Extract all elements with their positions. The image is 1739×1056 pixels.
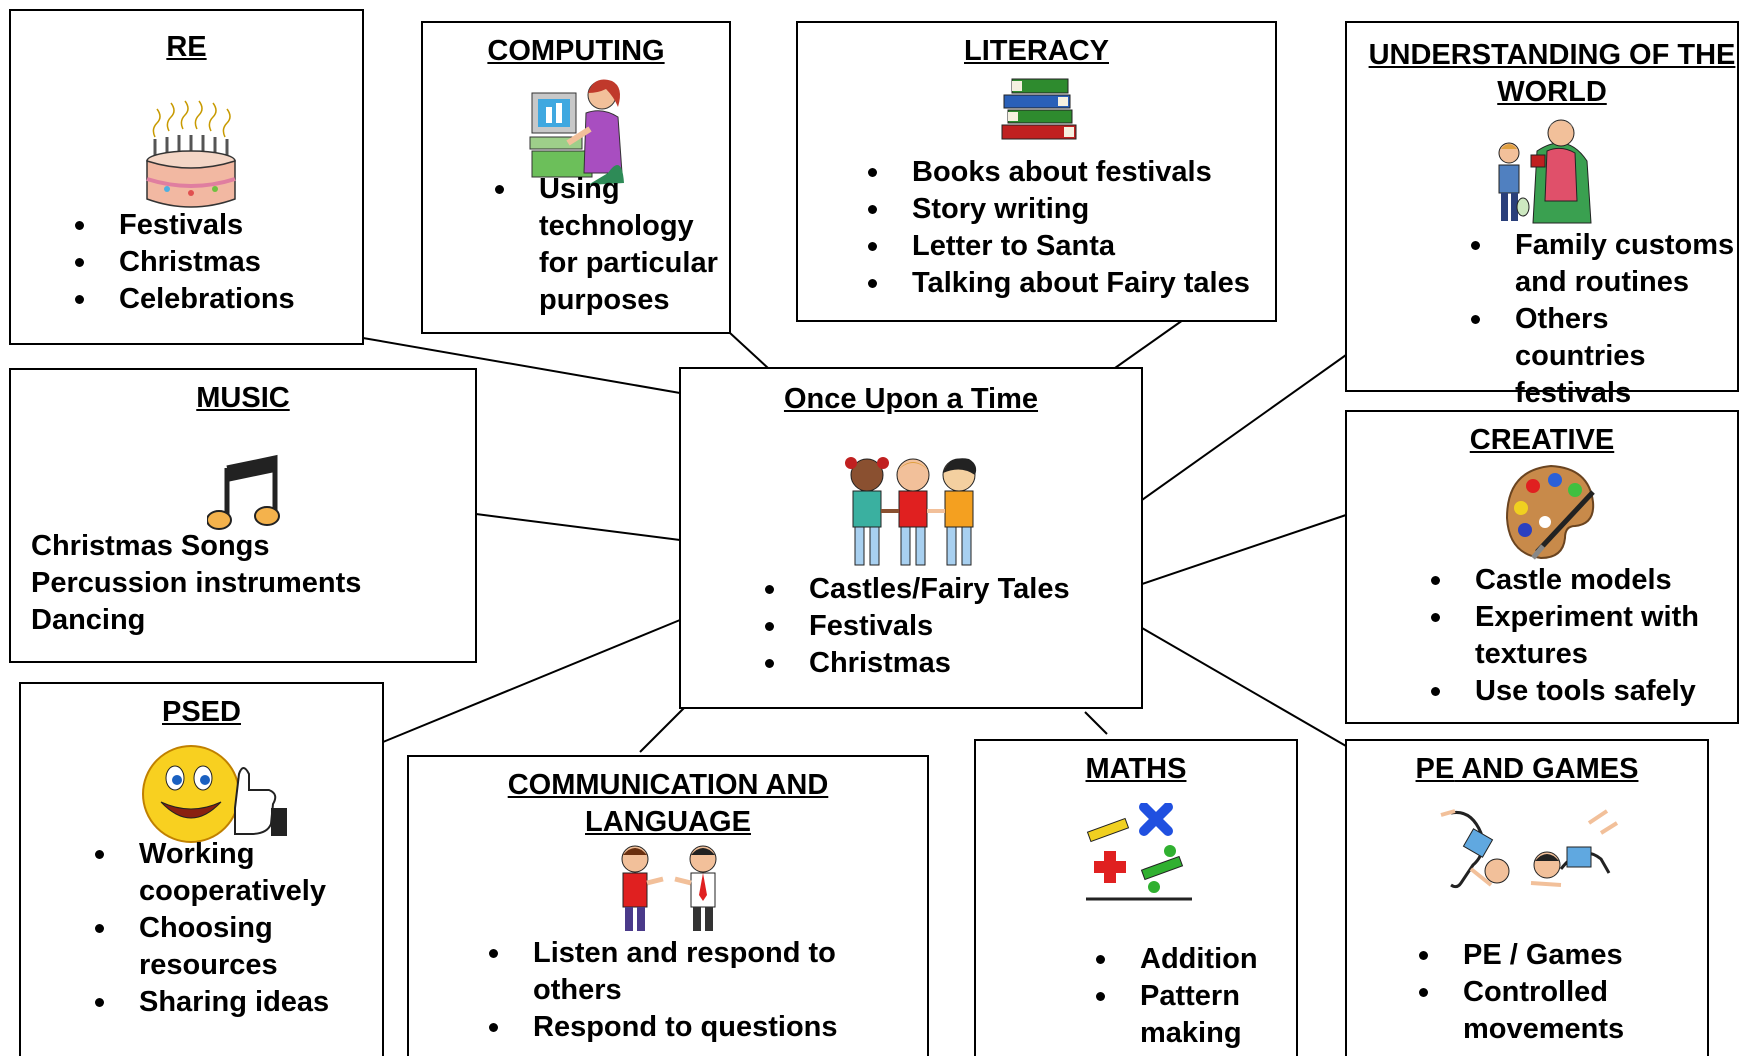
connector-pe	[1141, 627, 1347, 747]
maths-title: MATHS	[1085, 753, 1187, 785]
connector-maths	[1084, 711, 1108, 735]
creative-title: CREATIVE	[1469, 424, 1615, 456]
literacy-title: LITERACY	[964, 35, 1109, 67]
re-box: RE Festivals Christmas Celebrations	[9, 9, 364, 345]
connector-world	[1141, 354, 1347, 501]
list-item: Castles/Fairy Tales	[759, 571, 1070, 608]
connector-music	[475, 513, 681, 541]
music-note-icon	[207, 454, 280, 530]
list-item: Respond to questions	[483, 1009, 923, 1046]
communication-list: Listen and respond to others Respond to …	[483, 935, 923, 1046]
center-box: Once Upon a Time Castles/Fairy Tales Fes…	[679, 367, 1143, 709]
connector-psed	[382, 619, 681, 743]
list-item: Listen and respond to others	[483, 935, 923, 1009]
list-item: Sharing ideas	[89, 984, 369, 1021]
computing-list: Using technology for particular purposes	[489, 171, 719, 319]
list-item: Letter to Santa	[862, 228, 1250, 265]
list-item: Christmas	[759, 645, 1070, 682]
psed-list: Working cooperatively Choosing resources…	[89, 836, 369, 1021]
pe-title: PE AND GAMES	[1347, 751, 1707, 788]
list-item: Choosing resources	[89, 910, 369, 984]
creative-box: CREATIVE Castle models Experiment with t…	[1345, 410, 1739, 724]
paint-palette-icon	[1505, 464, 1595, 560]
list-item: Talking about Fairy tales	[862, 265, 1250, 302]
list-item: Using technology for particular purposes	[489, 171, 719, 319]
connector-computing	[729, 332, 769, 369]
re-title: RE	[166, 31, 207, 63]
list-item: Festivals	[759, 608, 1070, 645]
creative-list: Castle models Experiment with textures U…	[1425, 562, 1725, 710]
literacy-box: LITERACY Books about festivals Story wri…	[796, 21, 1277, 322]
list-item: Books about festivals	[862, 154, 1250, 191]
list-item: Controlled movements	[1413, 974, 1693, 1048]
pe-title-underlined: PE	[1415, 753, 1455, 785]
music-title: MUSIC	[196, 382, 290, 414]
maths-list: Addition Pattern making	[1090, 941, 1290, 1052]
list-item: Addition	[1090, 941, 1290, 978]
grandmother-and-child-icon	[1498, 119, 1592, 224]
music-line: Dancing	[31, 604, 146, 636]
list-item: Celebrations	[69, 281, 295, 318]
psed-box: PSED Working cooperatively Choosing reso…	[19, 682, 384, 1056]
world-list: Family customs and routines Others count…	[1465, 227, 1735, 412]
list-item: Castle models	[1425, 562, 1725, 599]
literacy-list: Books about festivals Story writing Lett…	[862, 154, 1250, 302]
communication-title: COMMUNICATION AND LANGUAGE	[507, 769, 829, 838]
person-at-computer-icon	[529, 79, 624, 185]
connector-communication	[639, 703, 689, 753]
re-list: Festivals Christmas Celebrations	[69, 207, 295, 318]
list-item: Experiment with textures	[1425, 599, 1725, 673]
center-list: Castles/Fairy Tales Festivals Christmas	[759, 571, 1070, 682]
connector-re	[362, 337, 681, 394]
world-box: UNDERSTANDING OF THE WORLD Family custom…	[1345, 21, 1739, 409]
pe-box: PE AND GAMES PE / Games Controlled movem…	[1345, 739, 1709, 1056]
maths-box: MATHS Addition Pattern making	[974, 739, 1298, 1056]
pe-title-rest: AND GAMES	[1454, 753, 1639, 785]
list-item: Use tools safely	[1425, 673, 1725, 710]
music-line: Percussion instruments	[31, 567, 362, 599]
birthday-cake-icon	[146, 100, 236, 208]
list-item: Family customs and routines	[1465, 227, 1735, 301]
music-line: Christmas Songs	[31, 530, 270, 562]
two-people-talking-icon	[621, 845, 717, 931]
center-title: Once Upon a Time	[783, 383, 1039, 415]
smiley-thumbs-up-icon	[142, 745, 287, 843]
list-item: Others countries festivals	[1465, 301, 1735, 412]
list-item: Christmas	[69, 244, 295, 281]
computing-box: COMPUTING Using technology for particula…	[421, 21, 731, 334]
connector-literacy	[1114, 319, 1184, 369]
list-item: PE / Games	[1413, 937, 1693, 974]
computing-title: COMPUTING	[487, 35, 665, 67]
stack-of-books-icon	[1001, 78, 1077, 140]
world-title: UNDERSTANDING OF THE WORLD	[1368, 39, 1736, 108]
list-item: Story writing	[862, 191, 1250, 228]
pe-list: PE / Games Controlled movements	[1413, 937, 1693, 1048]
music-lines: Christmas Songs Percussion instruments D…	[31, 528, 361, 639]
communication-box: COMMUNICATION AND LANGUAGE Listen and re…	[407, 755, 929, 1056]
children-exercising-icon	[1440, 809, 1619, 889]
psed-title: PSED	[162, 696, 241, 728]
list-item: Festivals	[69, 207, 295, 244]
music-box: MUSIC Christmas Songs Percussion instrum…	[9, 368, 477, 663]
children-holding-hands-icon	[845, 457, 977, 566]
connector-creative	[1141, 514, 1347, 585]
list-item: Working cooperatively	[89, 836, 369, 910]
math-symbols-icon	[1086, 803, 1192, 901]
list-item: Pattern making	[1090, 978, 1290, 1052]
